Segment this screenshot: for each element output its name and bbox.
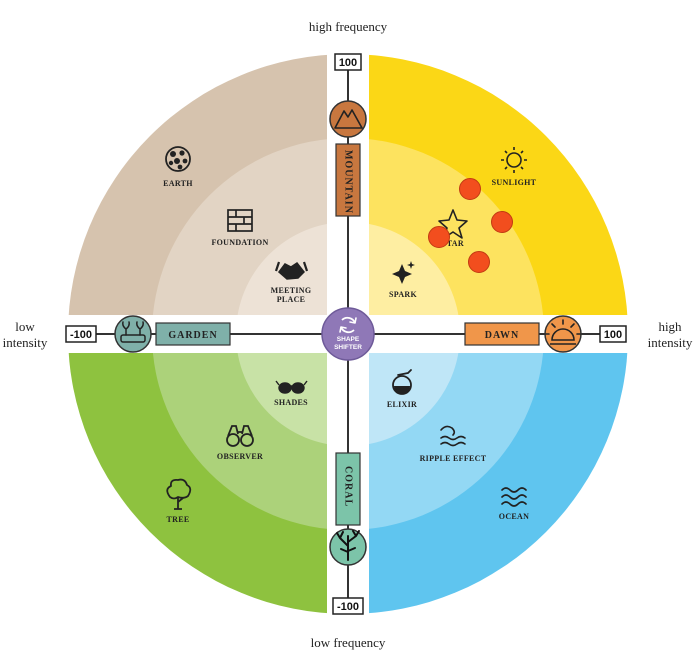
garden-label-box xyxy=(155,322,231,346)
binoculars-icon xyxy=(226,425,254,447)
label-earth: EARTH xyxy=(163,179,193,188)
label-spark: SPARK xyxy=(389,290,417,299)
center-label-line2: SHIFTER xyxy=(334,344,362,351)
earth-icon xyxy=(165,146,191,172)
axis-bottom-value: -100 xyxy=(332,597,364,615)
label-place: PLACE xyxy=(277,295,306,304)
pole-garden: GARDEN xyxy=(114,315,231,353)
label-elixir: ELIXIR xyxy=(387,400,417,409)
coral-label: CORAL xyxy=(343,466,354,507)
label-ocean: OCEAN xyxy=(499,512,529,521)
label-ripple-effect: RIPPLE EFFECT xyxy=(420,454,487,463)
axis-left-value: -100 xyxy=(65,325,97,343)
mountain-label-box xyxy=(335,143,361,217)
label-observer: OBSERVER xyxy=(217,452,263,461)
garden-icon xyxy=(114,315,152,353)
axis-top-value: 100 xyxy=(334,53,362,71)
axis-right-label-line2: intensity xyxy=(648,335,693,350)
shape-shifter-center: SHAPE SHIFTER xyxy=(321,307,375,361)
pole-coral: CORAL xyxy=(329,452,367,566)
dawn-label-box xyxy=(464,322,540,346)
dawn-icon xyxy=(544,315,582,353)
garden-label: GARDEN xyxy=(168,330,217,341)
axis-bottom-label: low frequency xyxy=(311,635,386,650)
label-sunlight: SUNLIGHT xyxy=(492,178,537,187)
coral-icon xyxy=(329,528,367,566)
axis-top-label: high frequency xyxy=(309,19,388,34)
svg-text:-100: -100 xyxy=(70,329,92,341)
coral-label-box xyxy=(335,452,361,526)
axis-left-label-line2: intensity xyxy=(3,335,48,350)
svg-text:100: 100 xyxy=(339,57,357,69)
tree-icon xyxy=(166,478,192,510)
pole-dawn: DAWN xyxy=(464,315,582,353)
marker-dot xyxy=(491,211,513,233)
pole-mountain: MOUNTAIN xyxy=(329,100,367,217)
sparkle-icon xyxy=(392,261,415,284)
center-circle xyxy=(321,307,375,361)
marker-dot xyxy=(468,251,490,273)
sunglasses-icon xyxy=(275,380,308,394)
label-meeting: MEETING xyxy=(271,286,312,295)
cycle-icon xyxy=(339,316,357,334)
label-tree: TREE xyxy=(167,515,190,524)
center-label-line1: SHAPE xyxy=(337,336,360,343)
handshake-icon xyxy=(274,261,309,280)
mountain-icon xyxy=(329,100,367,138)
dawn-label: DAWN xyxy=(485,330,520,341)
mountain-label: MOUNTAIN xyxy=(343,150,354,214)
marker-dot xyxy=(428,226,450,248)
axis-right-value: 100 xyxy=(599,325,627,343)
ocean-waves-icon xyxy=(501,487,527,507)
svg-text:100: 100 xyxy=(604,329,622,341)
foundation-icon xyxy=(227,209,253,232)
sun-icon xyxy=(501,147,527,173)
label-foundation: FOUNDATION xyxy=(211,238,268,247)
star-icon xyxy=(438,209,468,239)
axis-left-label-line1: low xyxy=(15,319,35,334)
markers xyxy=(428,178,513,273)
axis-right-label-line1: high xyxy=(658,319,682,334)
svg-text:-100: -100 xyxy=(337,601,359,613)
label-star: STAR xyxy=(442,239,464,248)
marker-dot xyxy=(459,178,481,200)
label-shades: SHADES xyxy=(274,398,308,407)
elixir-icon xyxy=(392,369,412,395)
wind-waves-icon xyxy=(440,425,466,447)
